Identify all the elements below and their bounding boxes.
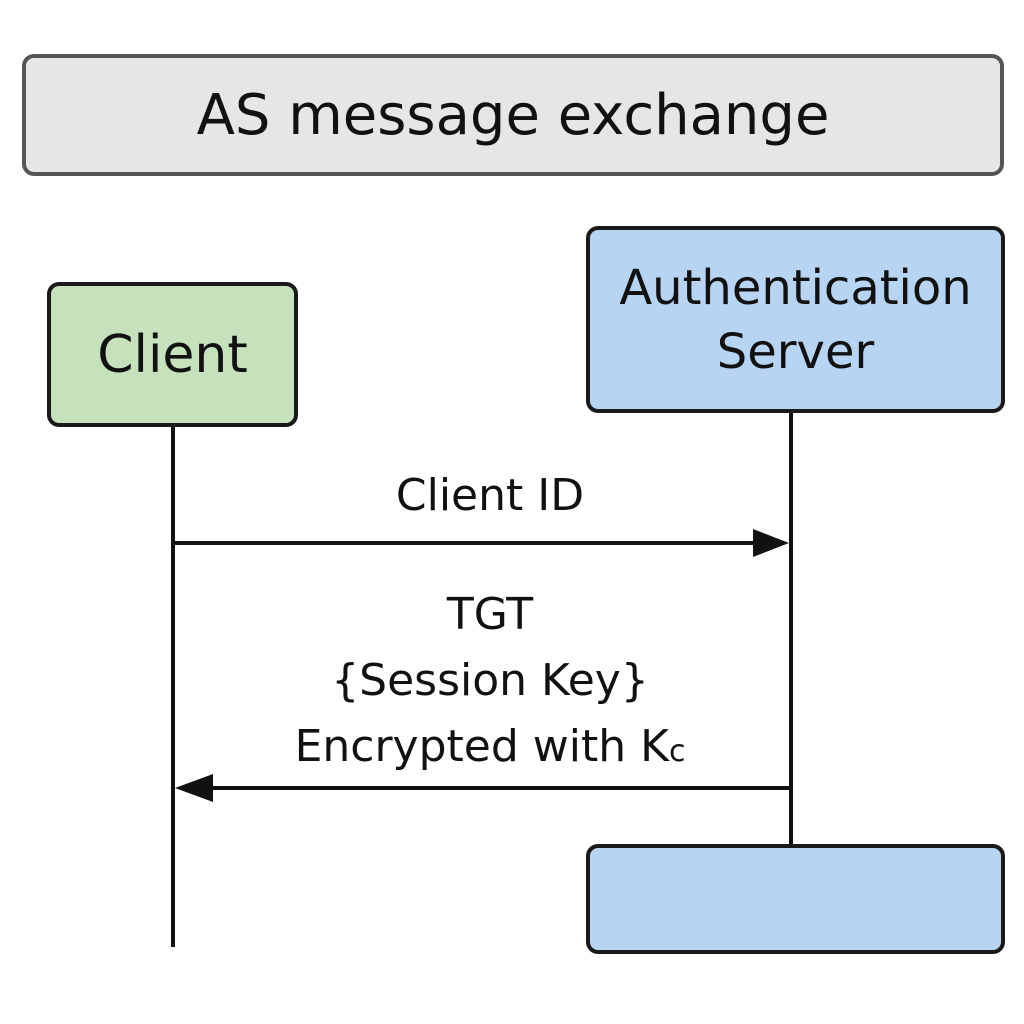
diagram-title: AS message exchange <box>196 82 830 148</box>
server-lifeline <box>789 413 793 844</box>
response-key-subscript: c <box>668 734 686 769</box>
response-line-tgt: TGT <box>446 589 534 640</box>
response-line-session-key: {Session Key} <box>331 655 649 706</box>
client-participant-box: Client <box>47 282 298 427</box>
server-label-line2: Server <box>716 323 875 380</box>
response-encrypted-text: Encrypted with K <box>294 721 669 772</box>
server-label-line1: Authentication <box>619 259 972 316</box>
response-line-encrypted: Encrypted with Kc <box>240 714 740 785</box>
client-label: Client <box>97 324 248 385</box>
diagram-title-box: AS message exchange <box>22 54 1004 176</box>
response-arrowhead-icon <box>175 774 213 802</box>
response-arrow-line <box>212 786 791 790</box>
authentication-server-participant-box: Authentication Server <box>586 226 1005 413</box>
client-lifeline <box>171 427 175 947</box>
request-arrow-line <box>175 541 757 545</box>
authentication-server-footer-box <box>586 844 1005 954</box>
request-message-label: Client ID <box>395 470 585 521</box>
request-arrowhead-icon <box>753 529 789 557</box>
response-message-label: TGT {Session Key} Encrypted with Kc <box>240 582 740 785</box>
